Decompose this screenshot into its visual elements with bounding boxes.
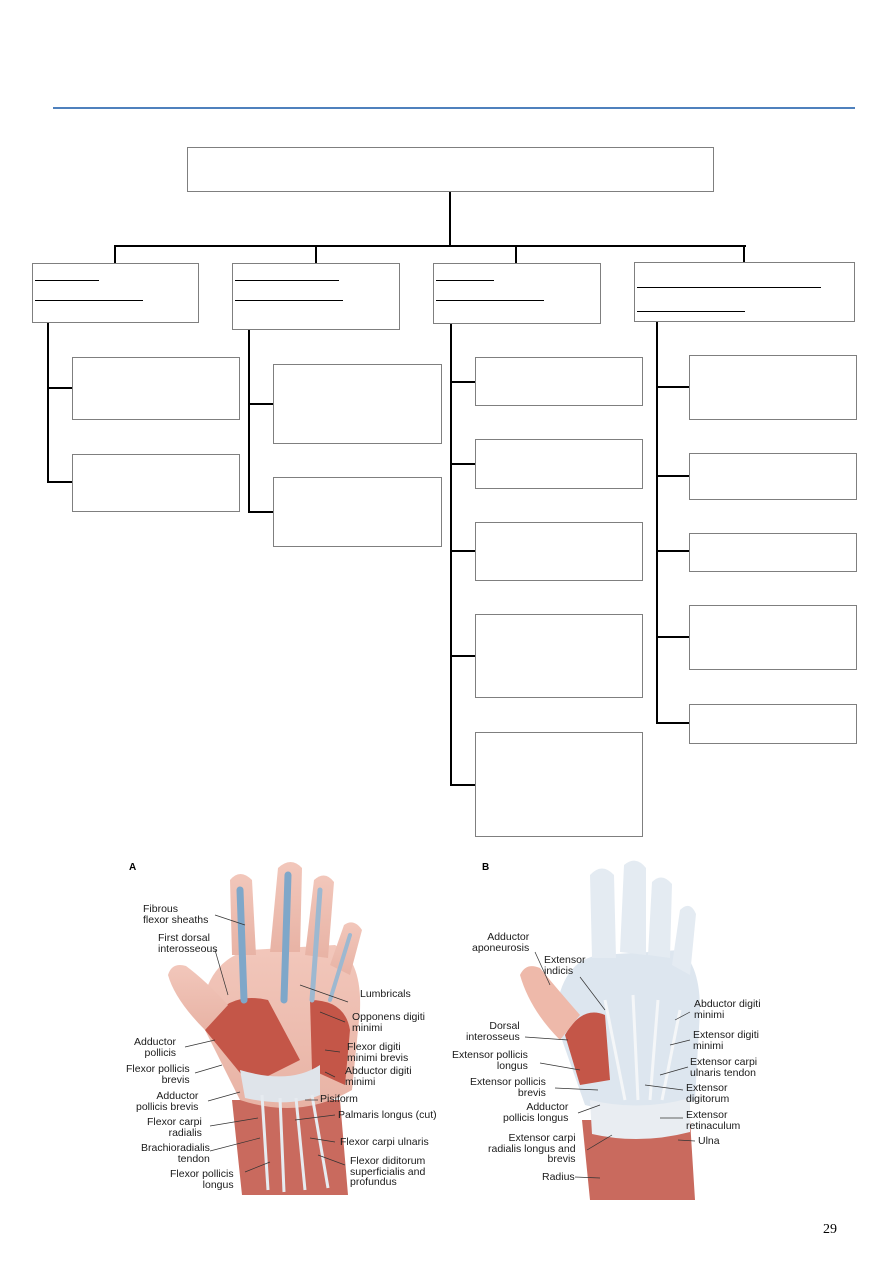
figure-a-letter: A [129,862,137,873]
figure-b-label: Adductor pollicis longus [503,1101,569,1124]
child-box [689,453,857,500]
connector [656,636,690,638]
connector [656,322,658,724]
figure-a-label: Palmaris longus (cut) [338,1109,437,1121]
figure-b-label: Extensor indicis [544,954,586,977]
connector [248,511,274,513]
connector [450,550,476,552]
blank-line [637,287,821,288]
figure-a-label: Adductor pollicis [134,1036,177,1059]
connector [449,192,451,246]
connector [450,324,452,786]
figure-a-label: Abductor digiti minimi [345,1065,412,1088]
figure-a-label: Flexor digiti minimi brevis [347,1041,409,1064]
figure-a-label: Flexor carpi radialis [147,1116,202,1139]
figure-b-label: Ulna [698,1135,720,1147]
figure-a-label: Flexor diditorum superficialis and profu… [350,1155,426,1188]
connector [47,387,73,389]
figure-a-label: Pisiform [320,1093,358,1105]
child-box [475,357,643,406]
figure-b-label: Adductor aponeurosis [472,931,530,954]
figure-a-label: Flexor pollicis longus [170,1168,234,1191]
figure-b-label: Dorsal interosseus [466,1020,520,1043]
figure-b-label: Extensor digitorum [686,1082,730,1105]
figure-a-label: Flexor pollicis brevis [126,1063,190,1086]
child-box [475,522,643,581]
figure-b-label: Abductor digiti minimi [694,998,761,1021]
connector [450,463,476,465]
connector [656,722,690,724]
connector [315,245,317,263]
connector [450,784,476,786]
figure-b-label: Radius [542,1171,575,1183]
connector [515,245,517,263]
connector [248,330,250,513]
figure-a-label: Opponens digiti minimi [352,1011,425,1034]
blank-line [235,280,339,281]
figure-a-label: Fibrous flexor sheaths [143,903,209,926]
connector [248,403,274,405]
connector [47,323,49,483]
child-box [475,614,643,698]
child-box [689,605,857,670]
child-box [72,454,240,512]
child-box [689,533,857,572]
blank-line [235,300,343,301]
figure-b-label: Extensor retinaculum [686,1109,741,1132]
figure-a-label: Brachioradialis tendon [141,1142,210,1165]
connector [656,386,690,388]
child-box [273,477,442,547]
child-box [273,364,442,444]
figure-b-label: Extensor carpi ulnaris tendon [690,1056,758,1079]
blank-line [637,311,745,312]
figure-a-label: Lumbricals [360,988,411,1000]
blank-line [436,280,494,281]
category-box-1 [32,263,199,323]
child-box [689,355,857,420]
blank-line [35,300,143,301]
child-box [72,357,240,420]
figure-b-label: Extensor pollicis brevis [470,1076,546,1099]
connector [114,245,746,247]
page-number: 29 [823,1222,837,1237]
figure-b-label: Extensor pollicis longus [452,1049,528,1072]
connector [656,475,690,477]
connector [743,245,745,263]
child-box [475,732,643,837]
category-box-3 [433,263,601,324]
connector [450,381,476,383]
child-box [689,704,857,744]
connector [114,245,116,263]
connector [450,655,476,657]
connector [656,550,690,552]
figure-b-label: Extensor digiti minimi [693,1029,759,1052]
figure-a-label: Adductor pollicis brevis [136,1090,199,1113]
category-box-4 [634,262,855,322]
blank-line [35,280,99,281]
category-box-2 [232,263,400,330]
connector [47,481,73,483]
figure-b-letter: B [482,862,490,873]
blank-line [436,300,544,301]
chart-root-box [187,147,714,192]
child-box [475,439,643,489]
figure-b-label: Extensor carpi radialis longus and brevi… [488,1132,576,1165]
header-rule [53,107,855,109]
figure-a-label: First dorsal interosseous [158,932,218,955]
figure-a-label: Flexor carpi ulnaris [340,1136,429,1148]
